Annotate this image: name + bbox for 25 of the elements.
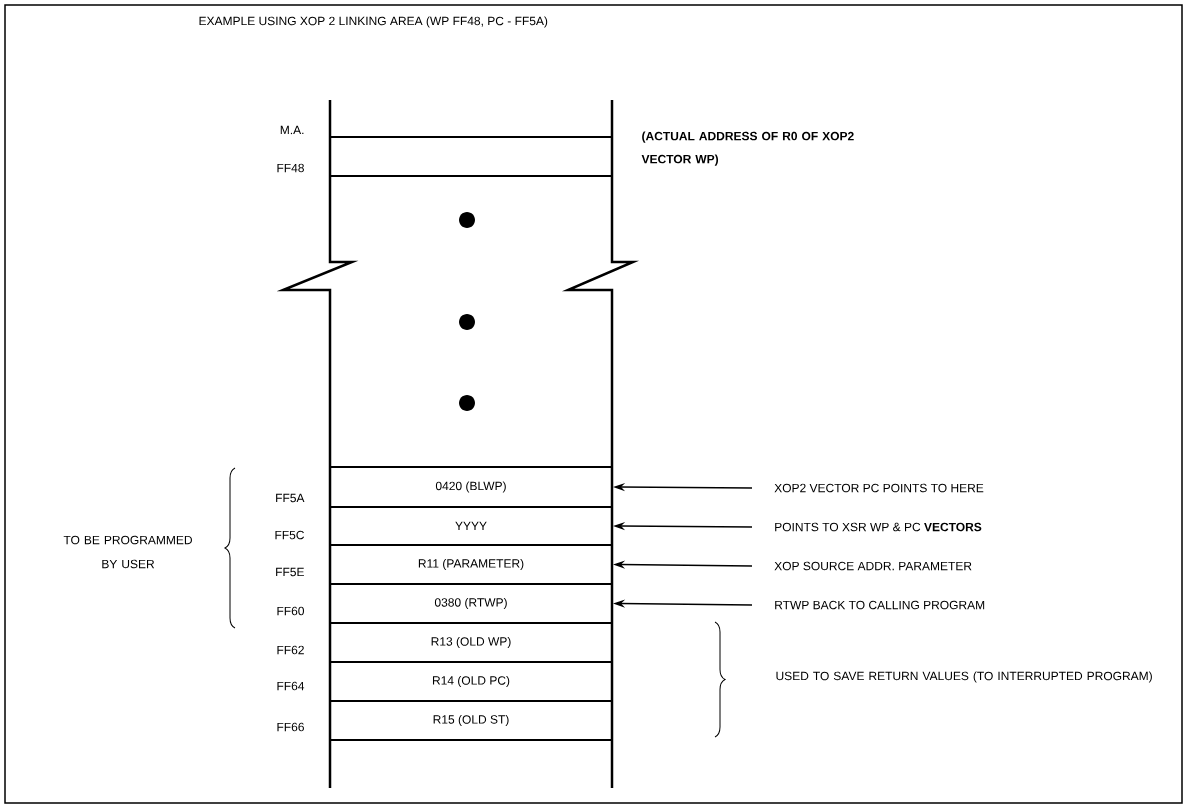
- address-label: FF5C: [275, 530, 304, 540]
- group-label: USED TO SAVE RETURN VALUES (TO INTERRUPTED PROGRAM): [776, 671, 1152, 683]
- memory-cell: R15 (OLD ST): [329, 700, 613, 741]
- address-label: FF66: [277, 722, 304, 732]
- memory-cell: [329, 136, 613, 177]
- annotation: RTWP BACK TO CALLING PROGRAM: [775, 600, 985, 610]
- address-label: FF5E: [276, 567, 304, 577]
- memory-cell: R11 (PARAMETER): [329, 544, 613, 585]
- address-label: FF62: [277, 645, 304, 655]
- address-label: M.A.: [280, 125, 304, 135]
- memory-cell: YYYY: [329, 506, 613, 546]
- group-label: TO BE PROGRAMMED BY USER: [63, 535, 192, 569]
- address-label: FF64: [277, 681, 305, 691]
- address-label: FF5A: [276, 493, 305, 503]
- memory-cell: R13 (OLD WP): [329, 622, 613, 663]
- annotation: XOP2 VECTOR PC POINTS TO HERE: [774, 483, 984, 493]
- title: EXAMPLE USING XOP 2 LINKING AREA (WP FF48, PC - FF5A): [199, 16, 548, 28]
- address-label: FF60: [277, 606, 304, 616]
- note: (ACTUAL ADDRESS OF R0 OF XOP2 VECTOR WP): [641, 131, 854, 166]
- annotation: XOP SOURCE ADDR. PARAMETER: [774, 561, 972, 571]
- memory-cell: 0380 (RTWP): [329, 583, 613, 624]
- memory-cell: R14 (OLD PC): [329, 661, 613, 702]
- memory-cell: 0420 (BLWP): [329, 466, 613, 508]
- address-label: FF48: [277, 163, 304, 173]
- annotation: POINTS TO XSR WP & PC VECTORS: [775, 522, 982, 532]
